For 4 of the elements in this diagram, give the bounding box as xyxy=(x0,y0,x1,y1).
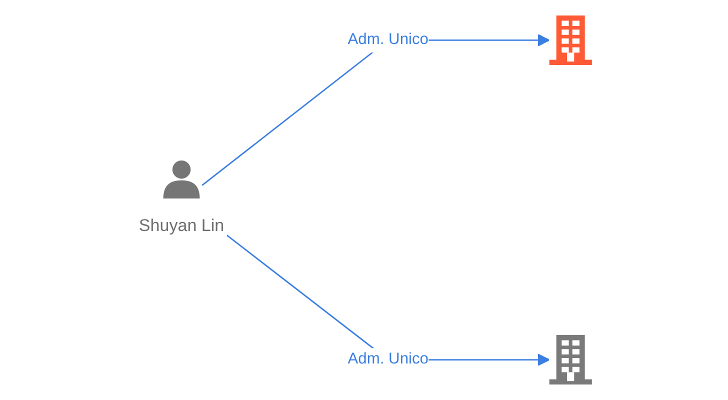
node-building xyxy=(549,15,592,66)
node-building xyxy=(549,334,592,385)
edge-label: Adm. Unico xyxy=(348,31,428,48)
edge-label: Adm. Unico xyxy=(348,350,428,368)
